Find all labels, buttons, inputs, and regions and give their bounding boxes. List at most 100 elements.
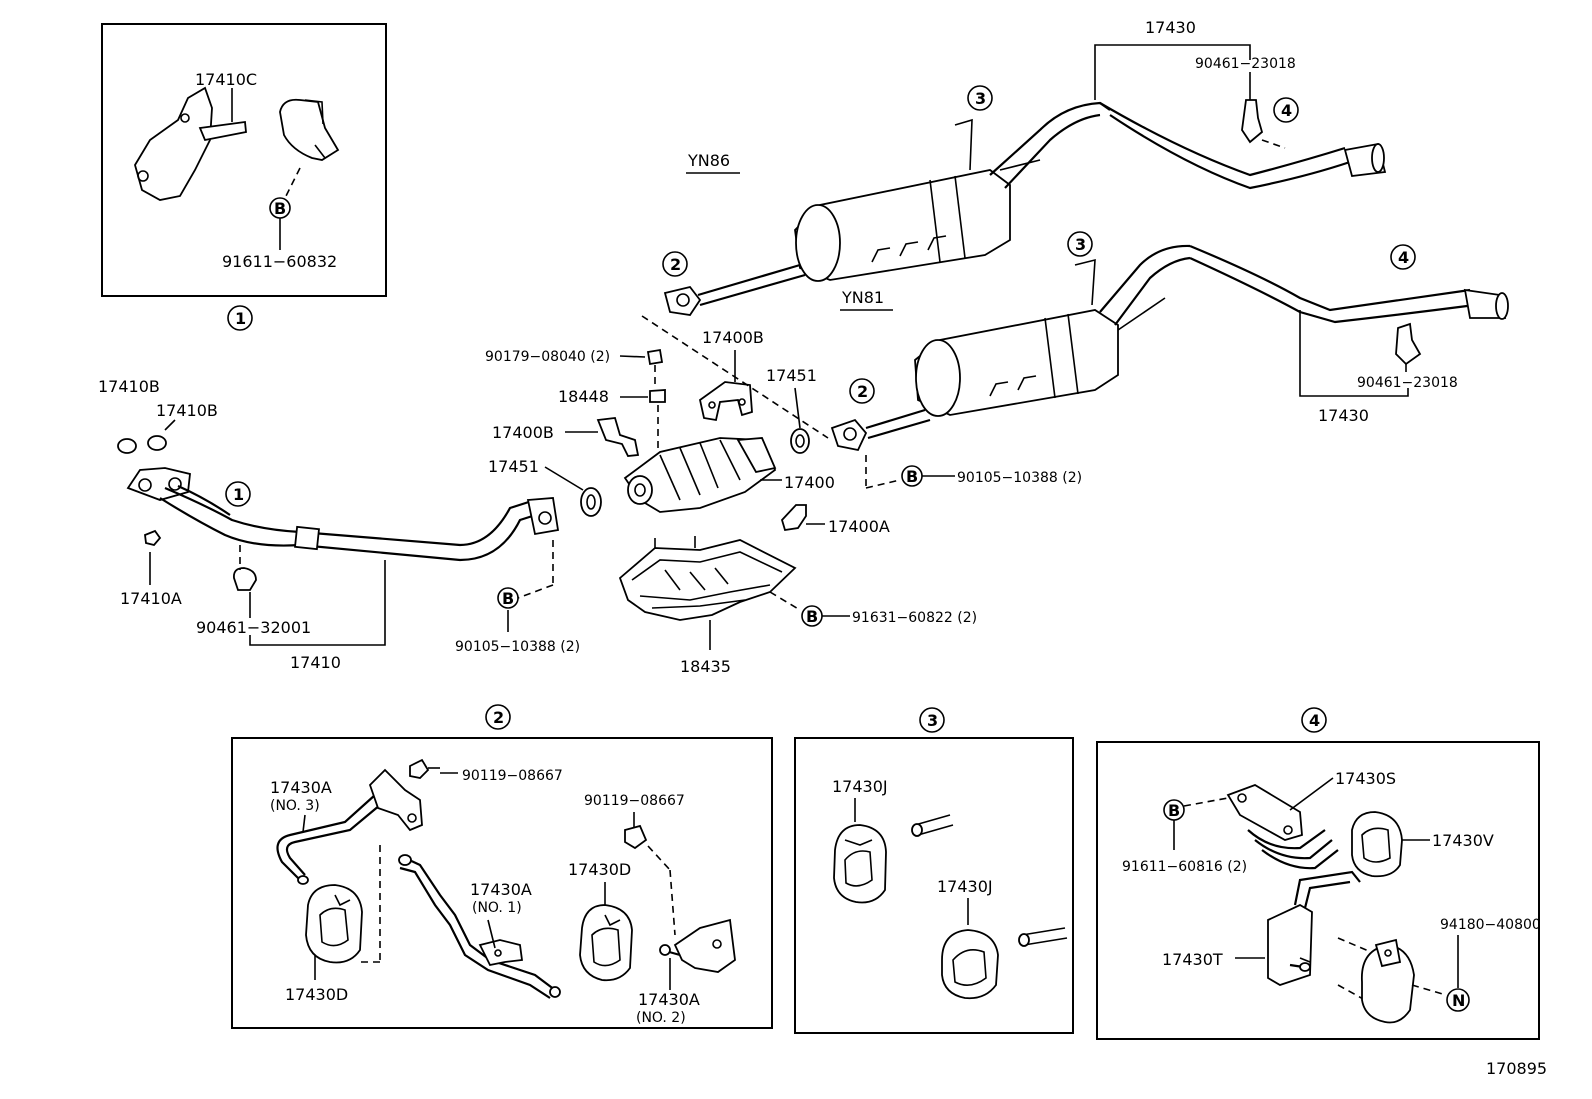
label-17410b-b: 17410B <box>156 401 218 420</box>
clamp-94180-40800 <box>1361 938 1415 1024</box>
callout-3-upper-label: 3 <box>975 89 986 108</box>
callout-2-lower-label: 2 <box>857 382 868 401</box>
label-model-yn81: YN81 <box>841 288 884 307</box>
callout-n-icon <box>1446 988 1470 1012</box>
label-94180-40800: 94180−40800 <box>1440 917 1541 933</box>
callout-b-box4-label: B <box>1168 801 1180 820</box>
callout-b-right-label: B <box>906 467 918 486</box>
detail-4-box: 17430S B 91611−60816 (2) 17430V 17430T <box>1096 741 1541 1040</box>
clamp-90461-23018-right <box>1395 322 1422 366</box>
nut-17410a <box>144 529 162 547</box>
callout-4-box-label: 4 <box>1309 711 1320 730</box>
bolt-90119-08667-b <box>624 824 648 850</box>
clamp-90461-23018-top <box>1241 99 1264 144</box>
clip-18448 <box>649 389 666 403</box>
label-17430a-no1: 17430A <box>470 880 532 899</box>
label-90119-08667-b: 90119−08667 <box>584 793 685 809</box>
callout-4-upper-label: 4 <box>1281 101 1292 120</box>
detail-2-box: 90119−08667 17430A (NO. 3) 17430D 17430A… <box>231 737 773 1029</box>
nut-90179-08040 <box>646 348 664 366</box>
callout-2-upper-label: 2 <box>670 255 681 274</box>
bolt-90119-08667-a <box>409 758 430 779</box>
callout-b-label: B <box>274 199 286 218</box>
rubber-mount-17430v <box>1351 811 1403 878</box>
callout-b-left-icon <box>497 587 519 609</box>
callout-b-icon <box>269 197 291 219</box>
gasket-17451-left <box>580 487 602 517</box>
detail-3-box: 17430J 17430J <box>794 737 1074 1034</box>
stud-17430j-b <box>1021 927 1068 946</box>
callout-4-upper-icon <box>1273 97 1299 123</box>
rubber-mount-17430j-b <box>941 929 999 1000</box>
rubber-mount-17430d-a <box>305 884 363 964</box>
hanger-17430a-no3 <box>276 768 423 885</box>
label-17430j-a: 17430J <box>832 777 888 796</box>
label-90119-08667-a: 90119−08667 <box>462 768 563 784</box>
callout-1-pipe-label: 1 <box>233 485 244 504</box>
label-17451-left: 17451 <box>488 457 539 476</box>
bracket-17400a <box>780 504 807 532</box>
callout-4-lower-icon <box>1390 244 1416 270</box>
label-17430d-b: 17430D <box>568 860 631 879</box>
tailpipe-yn86 <box>663 99 1387 316</box>
rubber-mount-17430d-b <box>579 904 633 982</box>
label-17430d-a: 17430D <box>285 985 348 1004</box>
bracket-17410c <box>134 86 247 201</box>
label-91611-60816: 91611−60816 (2) <box>1122 859 1247 875</box>
rubber-mount-17430j-a <box>833 824 887 904</box>
gasket-17410b-b <box>147 435 167 451</box>
label-17430j-b: 17430J <box>937 877 993 896</box>
label-17400: 17400 <box>784 473 835 492</box>
bracket-17400b-top <box>698 381 753 422</box>
heat-shield-18435 <box>618 536 797 621</box>
label-17451-right: 17451 <box>766 366 817 385</box>
callout-2-box-icon <box>485 704 511 730</box>
callout-b-left-label: B <box>502 589 514 608</box>
label-90179-08040: 90179−08040 (2) <box>485 349 610 365</box>
label-91631-60822: 91631−60822 (2) <box>852 610 977 626</box>
label-17430-top: 17430 <box>1145 18 1196 37</box>
callout-2-lower-icon <box>849 378 875 404</box>
label-17430-right: 17430 <box>1318 406 1369 425</box>
gasket-17410b-a <box>117 438 137 454</box>
label-17430a-no3: 17430A <box>270 778 332 797</box>
label-17430t: 17430T <box>1162 950 1223 969</box>
label-17400b-top: 17400B <box>702 328 764 347</box>
label-17430v: 17430V <box>1432 831 1494 850</box>
callout-2-upper-icon <box>662 251 688 277</box>
label-90461-23018-right: 90461−23018 <box>1357 375 1458 391</box>
callout-3-lower-label: 3 <box>1075 235 1086 254</box>
callout-1-icon <box>227 305 253 331</box>
bracket-17430s <box>1226 784 1339 870</box>
clamp-part <box>279 98 340 161</box>
label-90105-10388-left: 90105−10388 (2) <box>455 639 580 655</box>
label-90105-10388-right: 90105−10388 (2) <box>957 470 1082 486</box>
label-17410a: 17410A <box>120 589 182 608</box>
label-90461-32001: 90461−32001 <box>196 618 311 637</box>
callout-4-lower-label: 4 <box>1398 248 1409 267</box>
callout-3-upper-icon <box>967 85 993 111</box>
label-17430a-no3-sub: (NO. 3) <box>270 798 320 814</box>
callout-3-lower-icon <box>1067 231 1093 257</box>
callout-3-box-label: 3 <box>927 711 938 730</box>
callout-2-box-label: 2 <box>493 708 504 727</box>
label-17430a-no1-sub: (NO. 1) <box>472 900 522 916</box>
figure-number: 170895 <box>1486 1059 1547 1078</box>
gasket-17451-right <box>790 428 810 454</box>
hanger-17430a-no1 <box>398 854 561 999</box>
hanger-17430a-no2 <box>659 918 736 973</box>
label-17410b-a: 17410B <box>98 377 160 396</box>
label-17400a: 17400A <box>828 517 890 536</box>
bracket-17430t <box>1267 870 1361 986</box>
clamp-90461-32001 <box>233 567 257 591</box>
front-pipe-17410 <box>117 435 560 591</box>
callout-3-box-icon <box>919 707 945 733</box>
label-17430a-no2-sub: (NO. 2) <box>636 1010 686 1026</box>
detail-1-box: 17410C B 91611−60832 <box>101 23 387 297</box>
label-17430a-no2: 17430A <box>638 990 700 1009</box>
callout-1-pipe-icon <box>225 481 251 507</box>
catalytic-converter-17400 <box>623 437 777 513</box>
label-17410: 17410 <box>290 653 341 672</box>
callout-4-box-icon <box>1301 707 1327 733</box>
